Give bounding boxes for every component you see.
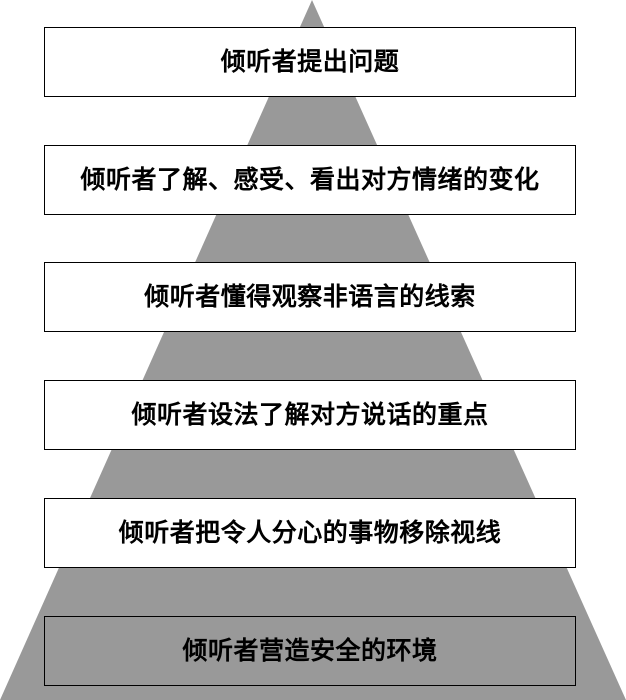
level-3-observe-nonverbal-cues: 倾听者懂得观察非语言的线索: [44, 262, 576, 332]
level-4-grasp-key-points: 倾听者设法了解对方说话的重点: [44, 380, 576, 450]
level-6-create-safe-environment: 倾听者营造安全的环境: [44, 616, 576, 686]
level-5-remove-distractions: 倾听者把令人分心的事物移除视线: [44, 498, 576, 568]
level-2-understand-emotions: 倾听者了解、感受、看出对方情绪的变化: [44, 145, 576, 215]
level-1-ask-questions: 倾听者提出问题: [44, 27, 576, 97]
